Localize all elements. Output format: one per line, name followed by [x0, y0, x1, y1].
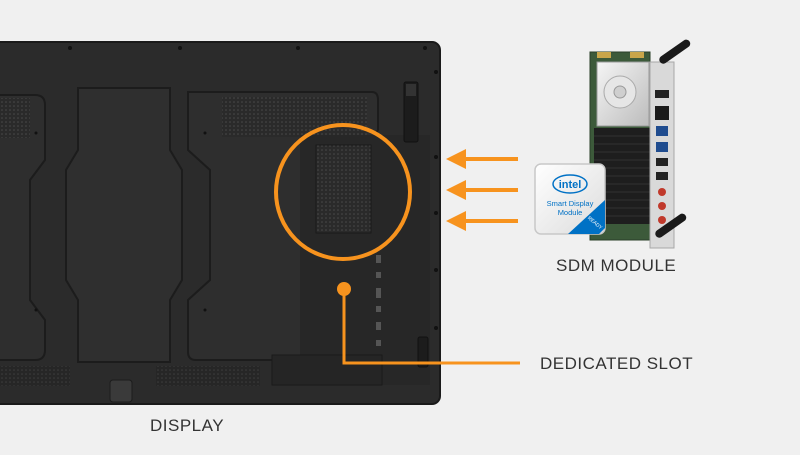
- handle-top: [403, 81, 419, 143]
- badge-line1: Smart Display: [547, 199, 594, 208]
- back-panel-center: [65, 87, 183, 363]
- sdm-module-label: SDM MODULE: [556, 256, 677, 275]
- display-panel: [0, 41, 441, 405]
- slot-leader-line: [342, 289, 520, 365]
- io-panel-bottom: [271, 354, 383, 386]
- intel-sdm-badge: intel Smart Display Module READY: [534, 163, 606, 235]
- slot-highlight-circle: [274, 123, 412, 261]
- arrow-left-icon: [446, 180, 518, 200]
- handle-bottom: [417, 336, 429, 368]
- arrow-left-icon: [446, 211, 518, 231]
- dedicated-slot-label: DEDICATED SLOT: [540, 354, 694, 373]
- stand-mount: [109, 379, 133, 403]
- arrow-left-icon: [446, 149, 518, 169]
- intel-logo-icon: [552, 174, 588, 194]
- display-label: DISPLAY: [150, 416, 225, 435]
- port-column: [376, 255, 381, 346]
- sdm-slot-cover: [315, 144, 372, 234]
- back-panel-left: [0, 94, 46, 361]
- badge-line2: Module: [558, 208, 583, 217]
- antenna-bottom: [655, 213, 687, 238]
- vent-top-right: [222, 97, 367, 137]
- vent-bottom-center: [156, 366, 260, 386]
- antenna-top: [659, 39, 691, 64]
- vent-bottom-left: [0, 366, 70, 386]
- ready-corner: [568, 200, 605, 234]
- vent-left: [0, 98, 30, 138]
- badge-brand: intel: [559, 179, 582, 191]
